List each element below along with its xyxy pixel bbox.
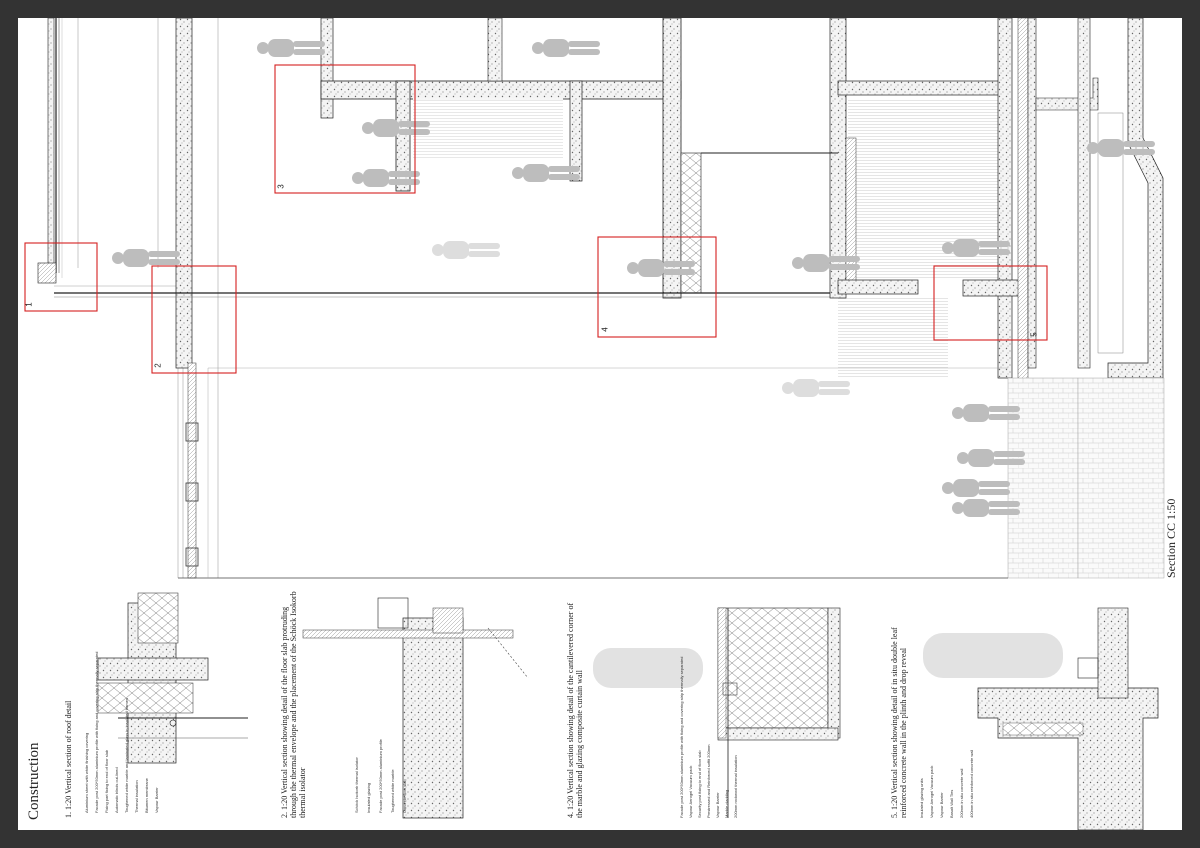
annotation-label: Facade post 200*50mm aluminium profile w… [94, 652, 99, 813]
annotation-label: 400mm in situ reinforced concrete wall [969, 750, 974, 818]
annotation-label: 200mm rockwool thermal insulation [733, 755, 738, 818]
left-facade [37, 18, 178, 287]
annotation-label: Bitumen membrane [144, 777, 149, 813]
detail-1-drawing [97, 592, 248, 764]
detail-2-drawing [302, 597, 529, 819]
annotation-label: Insulated glazing [366, 783, 371, 813]
annotation-label: Marble cladding [724, 790, 729, 818]
cantilever-beam [395, 80, 411, 192]
annotation-label: Security post fixing to end of floor sla… [697, 750, 702, 818]
annotation-label: 200mm in situ concrete wall [959, 769, 964, 818]
annotation-labels: Aluminium sheet with white finishing cov… [84, 652, 974, 818]
detail-4-drawing [717, 607, 841, 818]
annotation-label: Toughened white marble [390, 769, 395, 813]
annotation-label: Facade post 200*50mm aluminium profile w… [679, 657, 684, 818]
wall-column-1 [175, 18, 193, 369]
detail-callouts [24, 64, 1048, 374]
section-drawing [24, 18, 1165, 830]
annotation-label: Schöck Isokorb thermal isolator [354, 757, 359, 813]
annotation-label: Prestressed and Reinforced soffit 200mm [706, 744, 711, 818]
annotation-label: Basalt Wall Ties [949, 790, 954, 818]
annotation-label: Toughened white marble and laminated gla… [124, 698, 129, 813]
drawing-sheet: Construction Section CC 1:50 1 2 3 4 5 1… [18, 18, 1182, 830]
annotation-label: Thermal insulation [134, 780, 139, 813]
annotation-label: Vapour Barrier [715, 792, 720, 818]
annotation-label: Fixing part fixing to end of floor slab [104, 749, 109, 813]
annotation-label: Vapour Barrier [154, 787, 159, 813]
annotation-label: Insulated glazing units [919, 778, 924, 818]
annotation-label: Vapour Barrier [939, 792, 944, 818]
annotation-label: Automatic blinds cut-lined [114, 767, 119, 813]
annotation-label: Vapour Aerogel Vacuum pack [688, 766, 693, 818]
annotation-label: Vapour Aerogel Vacuum pack [929, 766, 934, 818]
annotation-label: Aluminium sheet with white finishing cov… [84, 733, 89, 813]
detail-5-drawing [977, 607, 1159, 830]
annotation-label: Facade post 200*50mm aluminium profile [378, 738, 383, 813]
annotation-label: Concrete floor slab [402, 779, 407, 813]
right-building [829, 18, 1164, 399]
